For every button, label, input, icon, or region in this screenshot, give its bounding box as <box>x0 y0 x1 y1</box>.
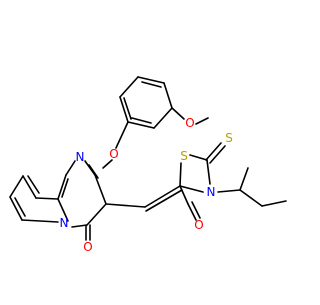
bond <box>9 175 24 198</box>
bond <box>65 160 76 176</box>
bond <box>119 76 139 98</box>
bond <box>86 203 107 226</box>
bond-double <box>27 175 40 194</box>
bond-double <box>145 189 183 212</box>
bond <box>144 185 181 208</box>
bond <box>206 159 211 185</box>
atom-s-ring: S <box>180 149 188 163</box>
bond <box>187 203 197 221</box>
bond <box>127 121 155 129</box>
bond-double <box>131 117 152 124</box>
bond-double <box>88 164 99 179</box>
molecule-structure: O O N N O S S N O <box>9 76 287 254</box>
bond <box>105 203 146 208</box>
bond <box>94 174 107 205</box>
bond <box>261 200 287 207</box>
atom-n-bridgehead: N <box>60 216 69 230</box>
atom-o-carbonyl-right: O <box>194 218 203 232</box>
bond <box>239 189 263 207</box>
bond <box>163 82 173 109</box>
bond-double <box>209 145 226 164</box>
bond-double <box>141 81 162 88</box>
bond <box>179 162 182 187</box>
bond <box>115 121 129 149</box>
bond <box>102 159 113 169</box>
atom-o-methoxy: O <box>185 116 194 130</box>
bond <box>179 185 204 193</box>
bond <box>217 189 241 193</box>
bond <box>71 224 88 228</box>
bond <box>84 160 96 176</box>
bond <box>35 197 59 200</box>
bond <box>153 107 173 129</box>
bond-double <box>123 97 132 120</box>
molecule-canvas: O O N N O S S N O <box>9 76 287 254</box>
bond <box>189 154 208 161</box>
bond <box>137 76 165 84</box>
bond <box>57 198 69 222</box>
bond-double <box>205 142 222 161</box>
bond <box>119 96 129 123</box>
bond <box>57 174 67 200</box>
bond-double <box>191 201 201 219</box>
atom-o-carbonyl-left: O <box>83 240 92 254</box>
bond <box>21 219 59 223</box>
bond <box>179 185 189 205</box>
bond-double <box>61 178 69 198</box>
bond <box>9 196 23 221</box>
atom-o-ether: O <box>109 147 118 161</box>
atom-labels: O O N N O S S N O <box>60 116 233 254</box>
bond <box>195 117 209 125</box>
bond-double <box>14 197 26 217</box>
bond <box>171 107 185 120</box>
bond <box>22 175 37 199</box>
bond <box>239 167 249 191</box>
atom-n-pyrimidine: N <box>76 150 85 164</box>
atom-s-thione: S <box>225 131 233 145</box>
bonds <box>9 76 287 241</box>
atom-n-thiazolidine: N <box>207 185 216 199</box>
